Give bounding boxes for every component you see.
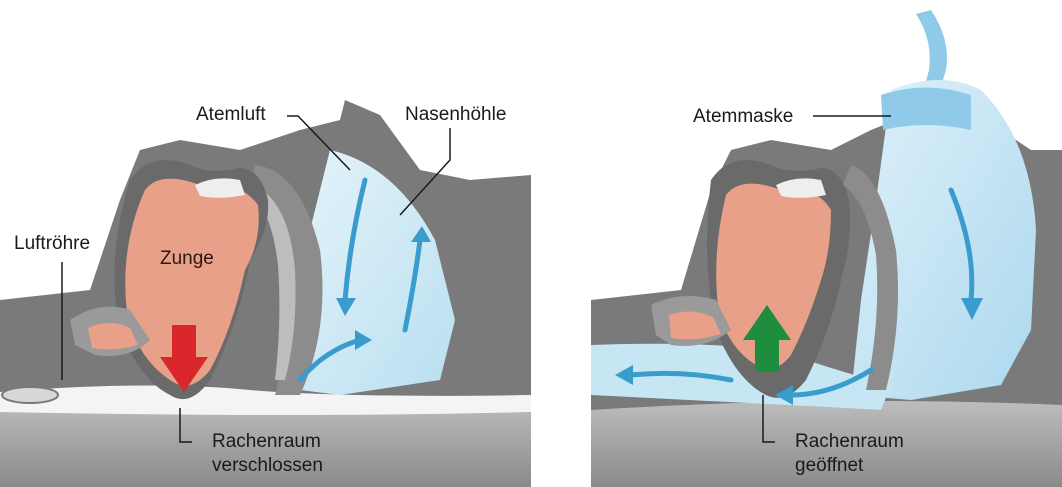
label-atemluft: Atemluft xyxy=(196,103,266,127)
label-verschlossen: verschlossen xyxy=(212,454,323,478)
airway-open-illustration xyxy=(531,0,1062,487)
label-nasenhoehle: Nasenhöhle xyxy=(405,103,506,127)
label-atemmaske: Atemmaske xyxy=(693,105,793,129)
head-silhouette xyxy=(0,100,531,420)
label-rachenraum: Rachenraum xyxy=(212,430,321,454)
mask-cushion xyxy=(881,88,971,131)
label-luftroehre: Luftröhre xyxy=(14,232,90,256)
windpipe-opening xyxy=(2,387,58,403)
diagram-airway-open: Atemmaske Rachenraum geöffnet xyxy=(531,0,1062,487)
label-rachenraum: Rachenraum xyxy=(795,430,904,454)
label-geoeffnet: geöffnet xyxy=(795,454,863,478)
label-zunge: Zunge xyxy=(160,248,214,270)
diagram-airway-closed: Atemluft Nasenhöhle Luftröhre Zunge Rach… xyxy=(0,0,531,487)
